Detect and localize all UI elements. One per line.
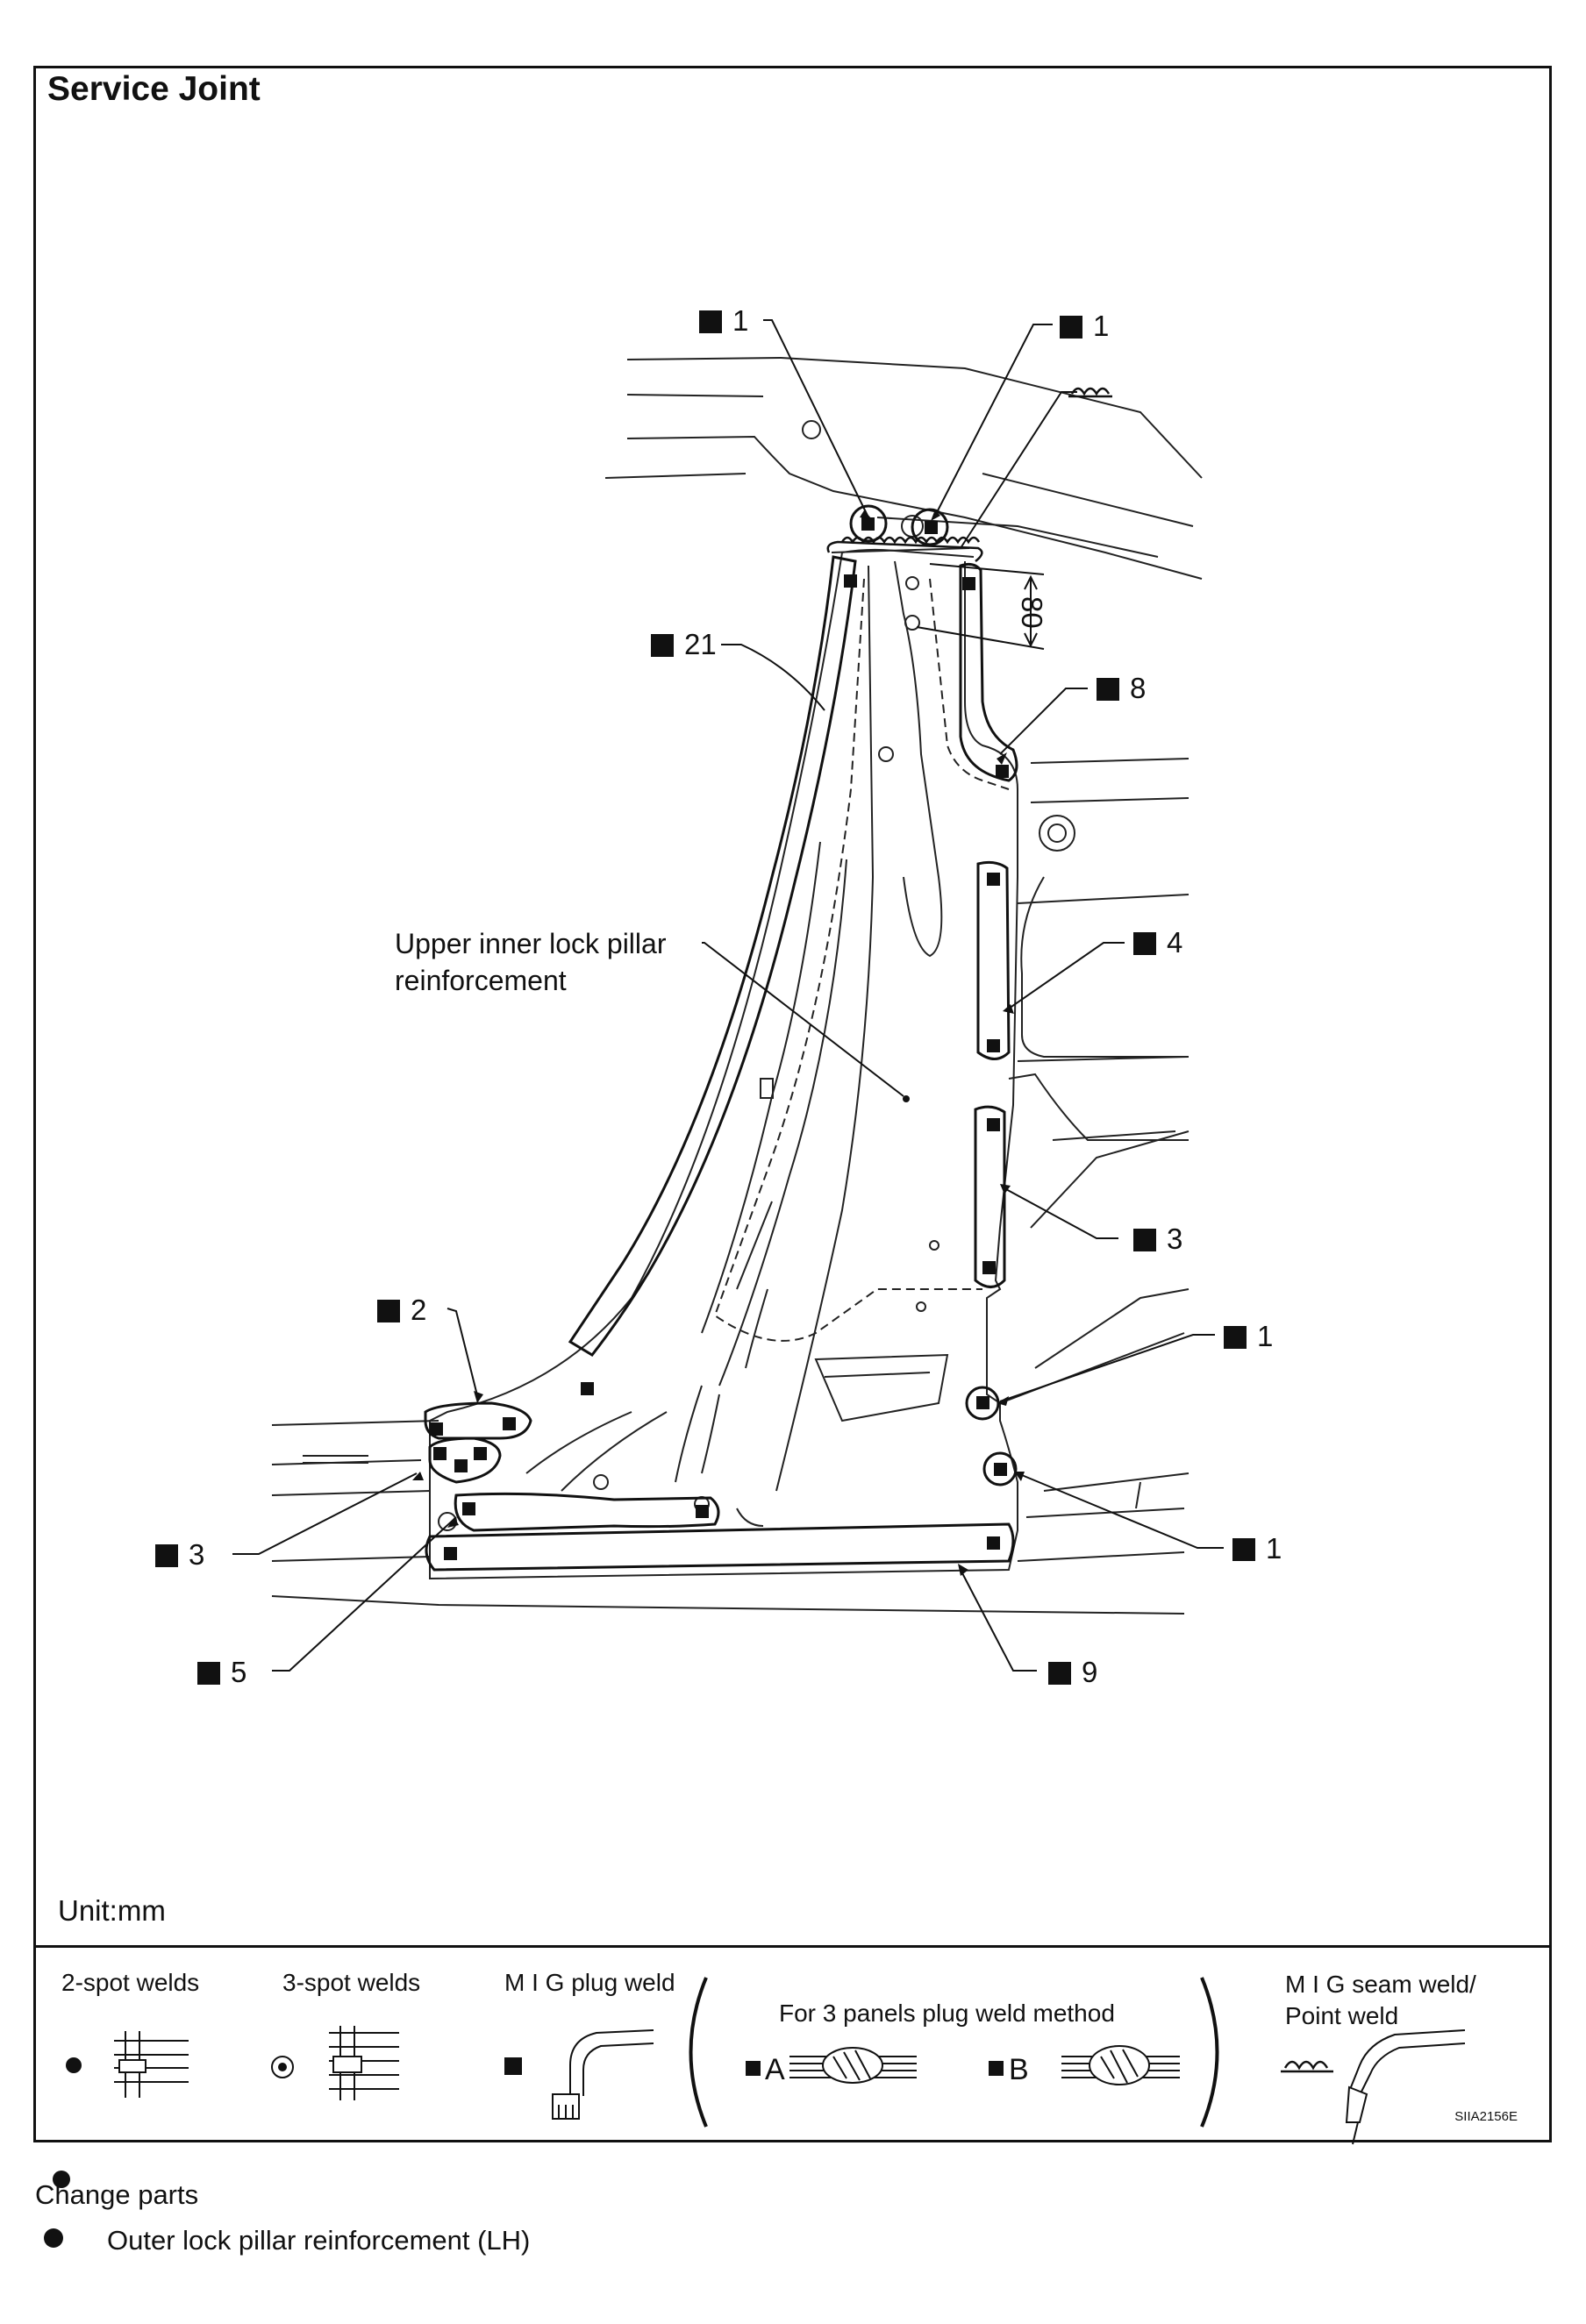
plug-weld-icon: [1048, 1662, 1071, 1685]
plug-weld-icon: [1133, 1229, 1156, 1251]
legend-two-spot: 2-spot welds: [61, 1969, 200, 1996]
plug-weld-icon: [1097, 678, 1119, 701]
plug-weld-icon: [651, 634, 674, 657]
callout-plug-weld-8: 8: [1097, 674, 1146, 702]
plug-weld-icon: [699, 310, 722, 333]
callout-plug-weld-2: 2: [377, 1295, 426, 1324]
callout-plug-weld-9: 9: [1048, 1657, 1097, 1686]
legend-separator: [33, 1945, 1552, 1948]
diagram-title: Service Joint: [47, 70, 261, 108]
legend-mig-seam: M I G seam weld/ Point weld: [1285, 1969, 1476, 2032]
callout-plug-weld-1-lower: 1: [1232, 1534, 1282, 1563]
diagram-frame: [33, 66, 1552, 2142]
legend-three-spot: 3-spot welds: [282, 1969, 421, 1996]
plug-weld-icon: [197, 1662, 220, 1685]
plug-weld-icon: [1133, 932, 1156, 955]
part-label-line2: reinforcement: [395, 965, 567, 996]
callout-plug-weld-3-left: 3: [155, 1540, 204, 1569]
unit-label: Unit:mm: [58, 1894, 166, 1927]
callout-plug-weld-top-left: 1: [699, 306, 748, 335]
plug-weld-icon: [1060, 316, 1082, 339]
plug-weld-icon: [1232, 1538, 1255, 1561]
part-label-line1: Upper inner lock pillar: [395, 928, 667, 959]
callout-plug-weld-1-mid: 1: [1224, 1322, 1273, 1351]
plug-weld-icon: [377, 1300, 400, 1322]
drawing-code: SIIA2156E: [1454, 2109, 1518, 2124]
change-parts-heading: Change parts: [35, 2179, 199, 2210]
plug-weld-icon: [155, 1544, 178, 1567]
change-parts-item: Outer lock pillar reinforcement (LH): [107, 2225, 531, 2256]
legend-three-panels: For 3 panels plug weld method: [779, 2000, 1115, 2027]
legend-method-a: A: [765, 2053, 785, 2086]
callout-plug-weld-top-right: 1: [1060, 311, 1109, 340]
dimension-label: 80: [1016, 596, 1048, 629]
callout-plug-weld-21: 21: [651, 630, 717, 659]
legend-mig-seam-line1: M I G seam weld/: [1285, 1971, 1476, 1998]
part-label: Upper inner lock pillar reinforcement: [395, 925, 666, 999]
callout-plug-weld-5: 5: [197, 1657, 246, 1686]
plug-weld-icon: [1224, 1326, 1247, 1349]
legend-method-b: B: [1009, 2053, 1029, 2086]
callout-plug-weld-4: 4: [1133, 928, 1182, 957]
callout-plug-weld-3-right: 3: [1133, 1224, 1182, 1253]
bullet-icon: [44, 2228, 63, 2248]
legend-mig-plug: M I G plug weld: [504, 1969, 675, 1996]
legend-mig-seam-line2: Point weld: [1285, 2002, 1399, 2029]
